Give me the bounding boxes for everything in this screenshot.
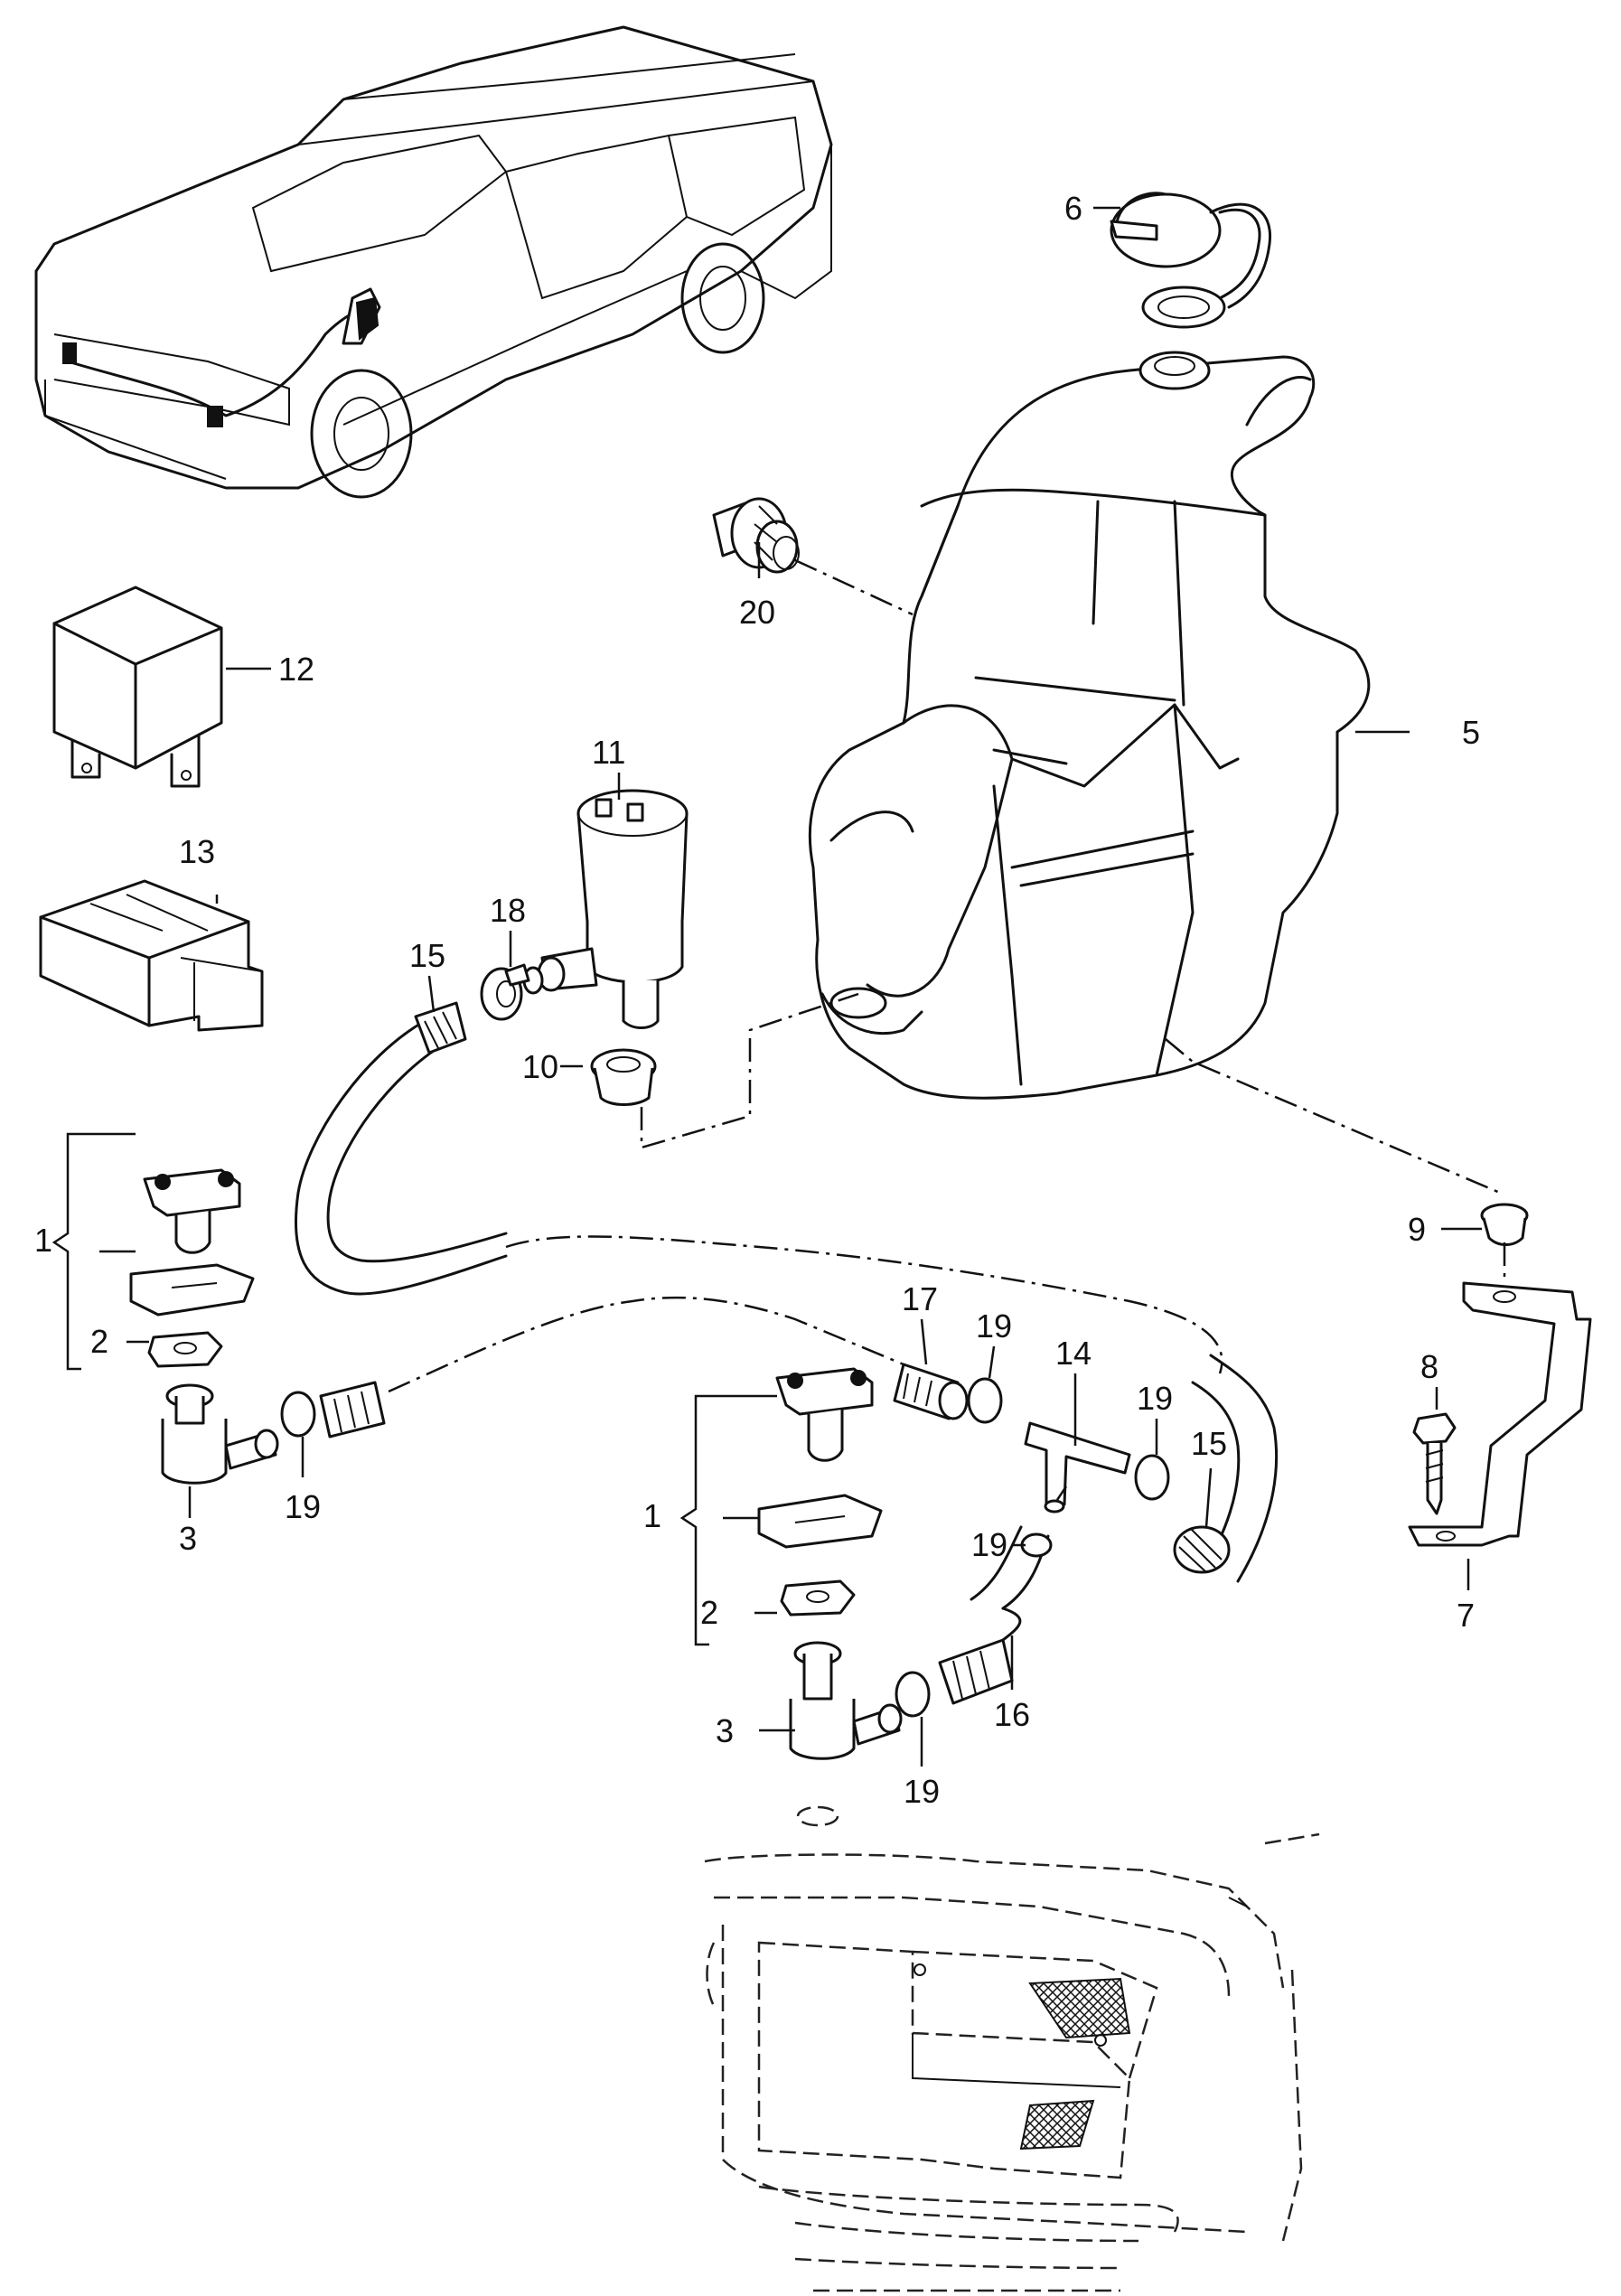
hose-part [294, 1001, 1279, 1583]
callout-2a: 2 [90, 1323, 108, 1360]
headlight-area-ghost [704, 1805, 1320, 2292]
callout-1a: 1 [34, 1222, 52, 1259]
callout-10: 10 [522, 1048, 558, 1085]
grommet-part [590, 1048, 657, 1106]
level-sensor-part [712, 497, 800, 574]
callout-9: 9 [1408, 1211, 1426, 1248]
callout-19e: 19 [904, 1773, 940, 1810]
washer-nozzle-set-right [757, 1367, 903, 1760]
bracket-part [1408, 1281, 1592, 1547]
callout-2b: 2 [700, 1594, 718, 1631]
callout-18: 18 [490, 892, 526, 929]
callout-13: 13 [179, 833, 215, 870]
callout-5: 5 [1462, 714, 1480, 751]
callout-11: 11 [592, 734, 625, 771]
callout-20: 20 [739, 594, 775, 631]
rubber-grommet-part [1480, 1203, 1529, 1246]
callout-3b: 3 [716, 1712, 734, 1749]
callout-6: 6 [1064, 190, 1082, 227]
hose-piece-part [893, 1363, 969, 1420]
callout-12: 12 [278, 651, 314, 688]
callout-labels: 1 2 3 1 2 3 5 6 7 8 9 10 11 12 13 14 15 … [34, 190, 1480, 1810]
callout-17: 17 [902, 1280, 938, 1317]
callout-7: 7 [1457, 1597, 1475, 1634]
hose-stub-left [319, 1381, 386, 1439]
relay-part [52, 586, 223, 788]
bolt-part [1412, 1412, 1457, 1515]
vehicle-overview-illustration [34, 25, 833, 499]
washer-pump-part [522, 789, 689, 1029]
callout-16: 16 [994, 1696, 1030, 1733]
callout-8: 8 [1420, 1348, 1438, 1385]
control-unit-part [39, 879, 264, 1032]
washer-nozzle-set-left [129, 1168, 279, 1485]
washer-reservoir-part [808, 351, 1371, 1100]
assembly-routing-lines [388, 558, 1506, 1501]
tee-connector-part [1024, 1421, 1131, 1513]
callout-leader-lines [52, 206, 1482, 1767]
callout-15a: 15 [409, 937, 445, 974]
callout-1b: 1 [643, 1497, 661, 1534]
callout-19b: 19 [976, 1307, 1012, 1345]
clip-parts [280, 1377, 1170, 1718]
callout-19a: 19 [285, 1488, 321, 1525]
callout-14: 14 [1055, 1335, 1092, 1372]
callout-19d: 19 [971, 1526, 1007, 1563]
callout-15b: 15 [1191, 1425, 1227, 1462]
callout-3a: 3 [179, 1520, 197, 1557]
hose-clip-part [480, 963, 530, 1021]
reservoir-cap-part [1110, 192, 1272, 329]
callout-19c: 19 [1137, 1380, 1173, 1417]
